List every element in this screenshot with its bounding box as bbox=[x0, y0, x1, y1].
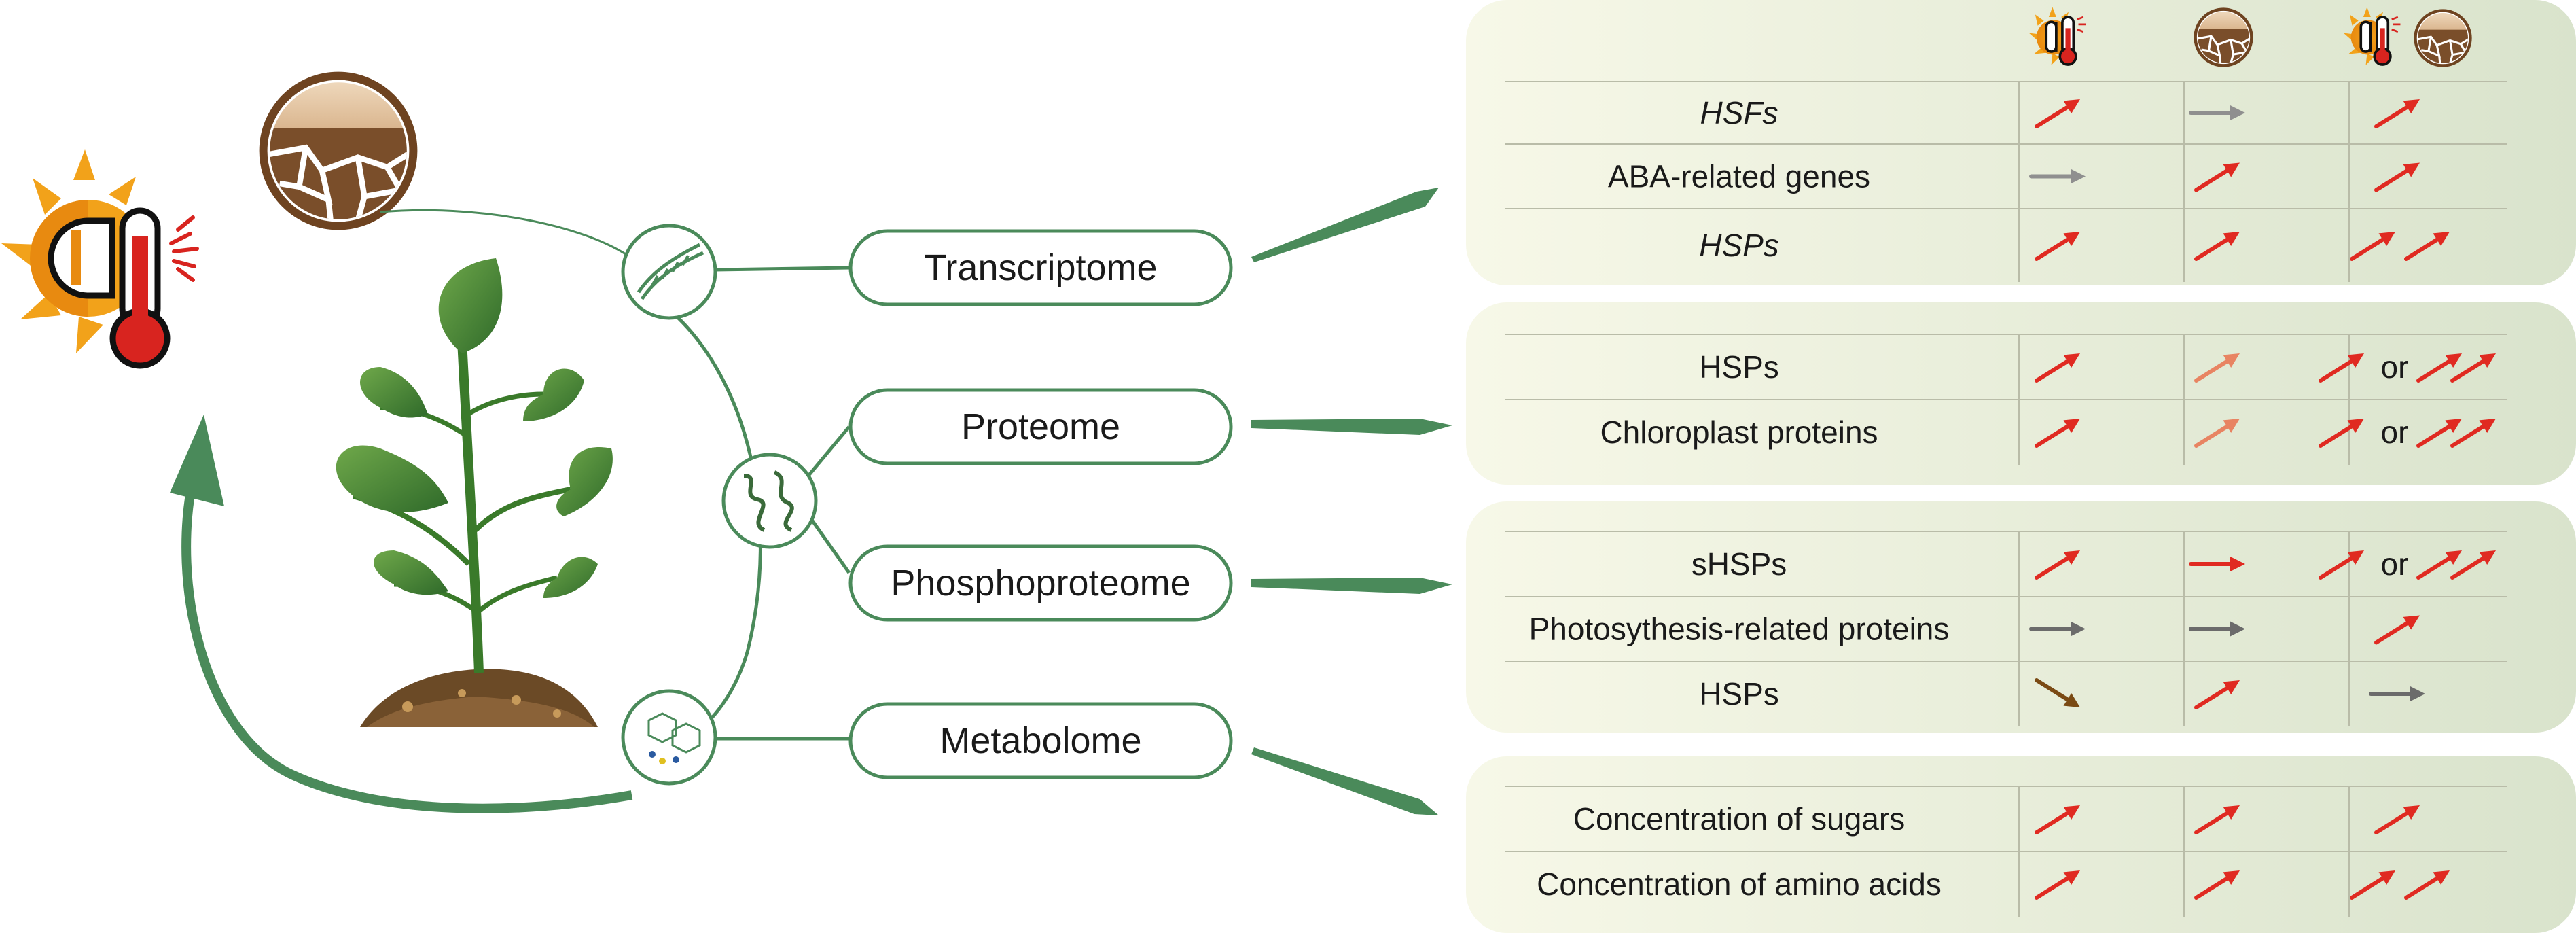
omics-box-metabolome: Metabolome bbox=[848, 702, 1233, 779]
panel1-row1-drought-arrow bbox=[2189, 105, 2245, 120]
panel2-row1: HSPs or bbox=[1699, 349, 2496, 385]
panel2-row2-combined-or-text: or bbox=[2381, 415, 2409, 450]
panel1-row2-label: ABA-related genes bbox=[1608, 159, 1870, 194]
panel4-row2-heat-arrow bbox=[2035, 870, 2080, 900]
panel1-row3: HSPs bbox=[1699, 228, 2450, 263]
panel3-row2-combined-arrow bbox=[2374, 615, 2420, 645]
panel3-row2: Photosythesis-related proteins bbox=[1529, 612, 2420, 647]
panel3-row1-combined-arrow-double-b bbox=[2450, 550, 2496, 580]
panel3-row2-label: Photosythesis-related proteins bbox=[1529, 612, 1950, 647]
panel3-row1-heat-arrow bbox=[2035, 550, 2080, 580]
panel2-row1-combined-arrow-double-a bbox=[2416, 353, 2462, 383]
heat-icon bbox=[1, 149, 199, 369]
drought-connector bbox=[380, 209, 632, 260]
panel1-row3-combined-arrow-a bbox=[2350, 232, 2395, 261]
panel3-row3-drought-arrow bbox=[2194, 680, 2240, 709]
feedback-arrow bbox=[181, 474, 633, 813]
plant-illustration bbox=[336, 258, 613, 727]
panel1-row3-heat-arrow bbox=[2035, 232, 2080, 261]
panel2-row1-combined-arrow-single bbox=[2319, 353, 2364, 383]
panel4-row1-heat-arrow bbox=[2035, 805, 2080, 834]
panel3-row1-label: sHSPs bbox=[1692, 546, 1787, 582]
panel3-row3-heat-arrow bbox=[2035, 678, 2080, 707]
arrow-proteome bbox=[1251, 419, 1452, 435]
panel4-row2: Concentration of amino acids bbox=[1537, 866, 2450, 902]
arrow-phosphoproteome bbox=[1251, 578, 1452, 594]
connector-transcriptome bbox=[715, 266, 850, 272]
panel4-row2-combined-arrow-b bbox=[2404, 870, 2450, 900]
transcriptome-node-icon bbox=[621, 224, 717, 320]
panel2-row2-drought-arrow bbox=[2194, 419, 2240, 448]
omics-box-proteome: Proteome bbox=[848, 388, 1233, 465]
panel1-row1: HSFs bbox=[1700, 95, 2420, 130]
omics-label-metabolome: Metabolome bbox=[940, 720, 1141, 761]
panel2-row1-combined-arrow-double-b bbox=[2450, 353, 2496, 383]
panel4-row1-combined-arrow bbox=[2374, 805, 2420, 834]
panel2-row1-label: HSPs bbox=[1699, 349, 1779, 385]
panel3-row1-combined-arrow-single bbox=[2319, 550, 2364, 580]
panel2-row2: Chloroplast proteins or bbox=[1600, 415, 2496, 450]
panel3-row2-heat-arrow bbox=[2029, 621, 2086, 637]
panel1-row3-label: HSPs bbox=[1699, 228, 1779, 263]
panel3-row1: sHSPs or bbox=[1692, 546, 2496, 582]
panel4-row2-combined-arrow-a bbox=[2350, 870, 2395, 900]
omics-box-phosphoproteome: Phosphoproteome bbox=[848, 544, 1233, 622]
omics-box-transcriptome: Transcriptome bbox=[848, 229, 1233, 306]
panel2-row2-combined-arrow-double-b bbox=[2450, 419, 2496, 448]
panel1-row1-label: HSFs bbox=[1700, 95, 1778, 130]
panel1-row3-combined-arrow-b bbox=[2404, 232, 2450, 261]
panel2-row2-combined-arrow-single bbox=[2319, 419, 2364, 448]
panel2-row2-combined-arrow-double-a bbox=[2416, 419, 2462, 448]
arrow-transcriptome bbox=[1251, 188, 1439, 262]
panel1-row1-heat-arrow bbox=[2035, 99, 2080, 128]
panel4-row1-drought-arrow bbox=[2194, 805, 2240, 834]
omics-label-phosphoproteome: Phosphoproteome bbox=[891, 563, 1190, 603]
connector-phosphoproteome bbox=[810, 518, 851, 574]
panel2-row1-heat-arrow bbox=[2035, 353, 2080, 383]
drought-icon bbox=[257, 69, 420, 232]
connector-proteome bbox=[807, 425, 851, 477]
panel1-row1-combined-arrow bbox=[2374, 99, 2420, 128]
omics-label-transcriptome: Transcriptome bbox=[924, 247, 1157, 288]
panel3-row1-drought-arrow bbox=[2189, 557, 2245, 571]
panel4-row1: Concentration of sugars bbox=[1573, 801, 2420, 837]
panel2-row2-heat-arrow bbox=[2035, 419, 2080, 448]
panel3-row3: HSPs bbox=[1699, 676, 2425, 711]
panel3-row1-combined-arrow-double-a bbox=[2416, 550, 2462, 580]
panel2-row2-label: Chloroplast proteins bbox=[1600, 415, 1878, 450]
panel1-row2-combined-arrow bbox=[2374, 162, 2420, 192]
panel3-row3-label: HSPs bbox=[1699, 676, 1779, 711]
panel1-row2-heat-arrow bbox=[2029, 169, 2086, 184]
panel2-row1-drought-arrow bbox=[2194, 353, 2240, 383]
omics-label-proteome: Proteome bbox=[961, 406, 1120, 447]
panel4-row2-drought-arrow bbox=[2194, 870, 2240, 900]
panel1-row2: ABA-related genes bbox=[1608, 159, 2420, 194]
feedback-arrowhead bbox=[170, 415, 224, 506]
panel1-row3-drought-arrow bbox=[2194, 232, 2240, 261]
metabolome-node-icon bbox=[621, 689, 717, 786]
panel1-row2-drought-arrow bbox=[2194, 162, 2240, 192]
proteome-node-icon bbox=[721, 453, 818, 549]
panel2-row1-combined-or-text: or bbox=[2381, 349, 2409, 385]
panel4-row1-label: Concentration of sugars bbox=[1573, 801, 1905, 837]
arrow-metabolome bbox=[1251, 747, 1439, 815]
panel3-row2-drought-arrow bbox=[2189, 621, 2245, 637]
panel3-row3-combined-arrow bbox=[2369, 686, 2425, 701]
panel4-row2-label: Concentration of amino acids bbox=[1537, 866, 1942, 902]
panel3-row1-combined-or-text: or bbox=[2381, 546, 2409, 582]
